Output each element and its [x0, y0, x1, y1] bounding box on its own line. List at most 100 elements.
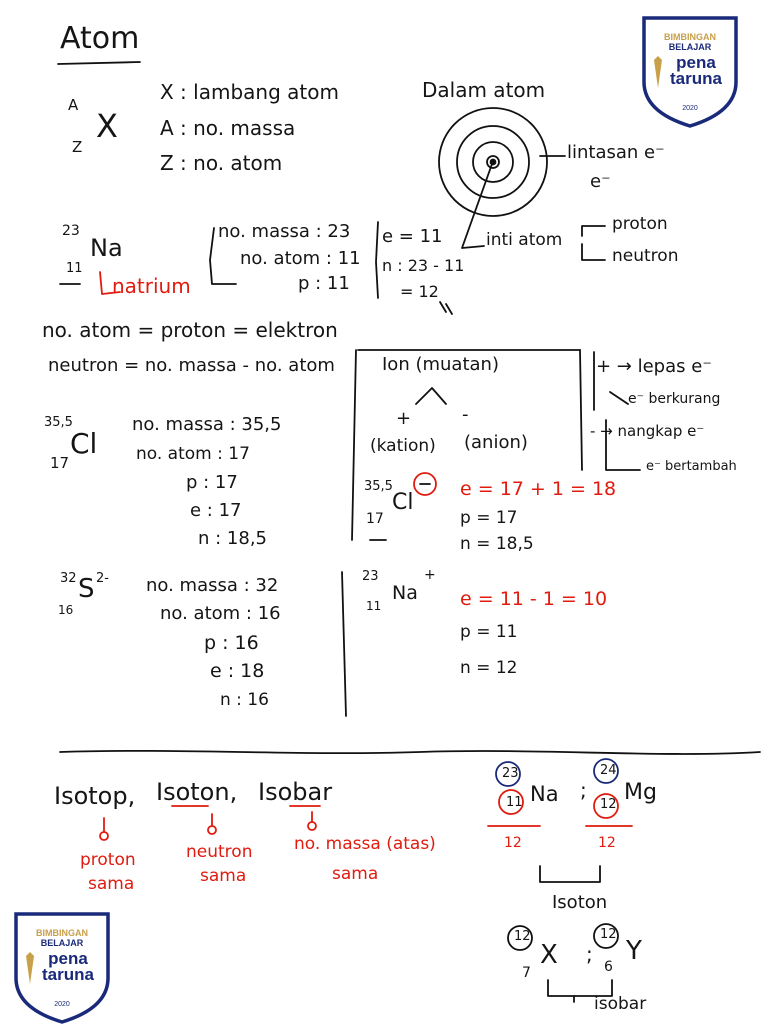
logo-year: 2020: [682, 105, 698, 112]
s-e: e : 18: [210, 660, 265, 682]
rule-1: no. atom = proton = elektron: [42, 318, 338, 342]
isobar-title: Isobar: [258, 778, 333, 806]
na-name: natrium: [112, 274, 191, 298]
cl-symbol: Cl: [70, 427, 98, 460]
ion-cl-mass: 35,5: [364, 479, 393, 494]
brand-logo-bottom: BIMBINGAN BELAJAR pena taruna 2020: [12, 908, 112, 1026]
logo-mid-text: BELAJAR: [669, 42, 712, 52]
iso-mg-num: 12: [600, 797, 617, 812]
na-symbol: Na: [90, 234, 123, 262]
ion-cl-p: p = 17: [460, 508, 518, 528]
ion-minus: -: [462, 404, 469, 425]
iso-y-num: 6: [604, 959, 613, 975]
s-p: p : 16: [204, 632, 259, 654]
iso-x-mass: 12: [514, 929, 531, 944]
s-symbol: S: [78, 574, 95, 604]
ion-na-symbol: Na: [392, 582, 418, 604]
neutron-label: neutron: [612, 246, 679, 266]
page-title: Atom: [60, 21, 140, 56]
na-no-atom: no. atom : 11: [240, 248, 361, 269]
logo-brand-1: pena: [48, 949, 88, 968]
ion-na-mass: 23: [362, 569, 379, 584]
na-n2: = 12: [400, 282, 439, 301]
isoton-desc-1: neutron: [186, 842, 253, 862]
cl-mass: 35,5: [44, 415, 73, 430]
iso-na-num: 11: [506, 795, 523, 810]
s-no-atom: no. atom : 16: [160, 603, 281, 624]
notation-z: Z: [72, 138, 83, 156]
iso-y-mass: 12: [600, 927, 617, 942]
logo-brand-2: taruna: [670, 69, 723, 88]
s-mass: 32: [60, 571, 77, 586]
proton-label: proton: [612, 214, 668, 234]
iso-x-symbol: X: [540, 940, 558, 970]
na-e: e = 11: [382, 226, 443, 247]
ion-cl-symbol: Cl: [392, 490, 414, 515]
ion-heading: Ion (muatan): [382, 354, 499, 375]
notation-a: A: [68, 96, 79, 114]
lintasan-label: lintasan e⁻: [567, 142, 665, 163]
s-charge: 2-: [96, 571, 109, 586]
logo-brand-1: pena: [676, 53, 716, 72]
e-minus-label: e⁻: [590, 171, 611, 192]
legend-x: X : lambang atom: [160, 80, 339, 104]
na-no-massa: no. massa : 23: [218, 221, 351, 242]
logo-top-text: BIMBINGAN: [36, 928, 88, 938]
brand-logo-top: BIMBINGAN BELAJAR pena taruna 2020: [640, 12, 740, 130]
kation-label: (kation): [370, 436, 436, 456]
isoton-desc-2: sama: [200, 866, 247, 886]
iso-na-mass: 23: [502, 766, 519, 781]
ion-plus: +: [396, 408, 412, 429]
ion-cl-e: e = 17 + 1 = 18: [460, 478, 617, 500]
ion-na-e: e = 11 - 1 = 10: [460, 588, 608, 610]
cl-e: e : 17: [190, 500, 242, 521]
cl-num: 17: [50, 454, 70, 472]
ion-cl-num: 17: [366, 511, 384, 527]
isotop-desc-2: sama: [88, 874, 135, 894]
legend-z: Z : no. atom: [160, 151, 283, 175]
s-no-massa: no. massa : 32: [146, 575, 279, 596]
ion-cl-n: n = 18,5: [460, 534, 534, 554]
iso-na-neutron: 12: [504, 835, 522, 851]
ion-nangkap: - → nangkap e⁻: [590, 422, 705, 440]
ion-na-p: p = 11: [460, 622, 518, 642]
cl-no-massa: no. massa : 35,5: [132, 414, 282, 435]
iso-mg-neutron: 12: [598, 835, 616, 851]
rule-2: neutron = no. massa - no. atom: [48, 355, 335, 376]
s-num: 16: [58, 603, 74, 617]
na-p: p : 11: [298, 273, 350, 294]
iso-sep-2: ;: [586, 942, 593, 966]
iso-mg-mass: 24: [600, 763, 617, 778]
inti-atom-label: inti atom: [486, 230, 563, 250]
na-mass: 23: [62, 223, 80, 239]
logo-top-text: BIMBINGAN: [664, 32, 716, 42]
dalam-atom-heading: Dalam atom: [422, 78, 546, 102]
isoton-title: Isoton,: [156, 778, 238, 806]
ion-na-charge: +: [424, 567, 436, 583]
legend-a: A : no. massa: [160, 116, 296, 140]
cl-n: n : 18,5: [198, 528, 267, 549]
ion-lepas: + → lepas e⁻: [596, 356, 712, 377]
na-num: 11: [66, 261, 83, 276]
logo-year: 2020: [54, 1001, 70, 1008]
isobar-result-label: isobar: [594, 994, 647, 1014]
isobar-desc-1: no. massa (atas): [294, 834, 436, 854]
ion-na-num: 11: [366, 599, 382, 613]
isotop-desc-1: proton: [80, 850, 136, 870]
iso-sep: ;: [580, 778, 587, 802]
s-n: n : 16: [220, 690, 269, 710]
anion-label: (anion): [464, 432, 528, 453]
iso-mg-symbol: Mg: [624, 780, 657, 805]
cl-p: p : 17: [186, 472, 238, 493]
ion-berkurang: e⁻ berkurang: [628, 391, 721, 407]
iso-na-symbol: Na: [530, 782, 559, 806]
isotop-title: Isotop,: [54, 782, 136, 810]
logo-brand-2: taruna: [42, 965, 95, 984]
notation-x: X: [96, 107, 118, 145]
na-n1: n : 23 - 11: [382, 256, 465, 275]
iso-x-num: 7: [522, 965, 531, 981]
isobar-desc-2: sama: [332, 864, 379, 884]
cl-no-atom: no. atom : 17: [136, 444, 250, 464]
iso-y-symbol: Y: [626, 936, 642, 966]
